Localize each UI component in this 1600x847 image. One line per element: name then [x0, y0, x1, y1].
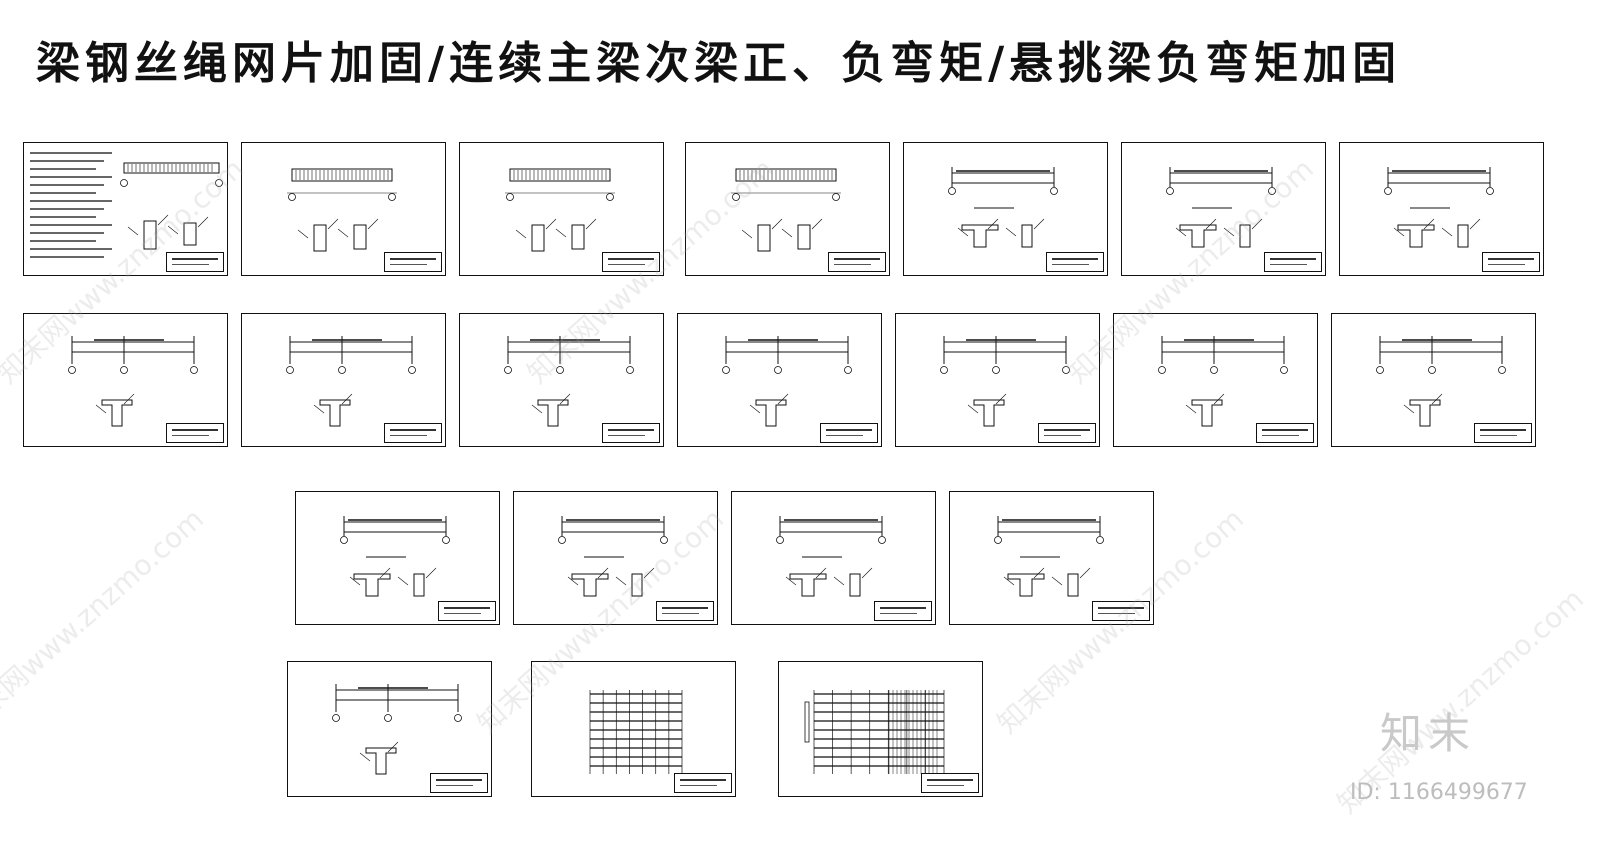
drawing-sheet[interactable]: [1121, 142, 1326, 276]
title-block: [1038, 423, 1096, 443]
sheet-drawing: [1166, 167, 1276, 248]
page-title: 梁钢丝绳网片加固/连续主梁次梁正、负弯矩/悬挑梁负弯矩加固: [36, 38, 1402, 89]
sheet-drawing: [1376, 336, 1506, 427]
title-block: [921, 773, 979, 793]
drawing-sheet[interactable]: [895, 313, 1100, 447]
drawing-sheet[interactable]: [685, 142, 890, 276]
image-id: ID: 1166499677: [1350, 780, 1528, 805]
title-block: [1046, 252, 1104, 272]
sheet-drawing: [68, 336, 198, 427]
title-block: [674, 773, 732, 793]
sheet-drawing: [804, 690, 945, 774]
title-block: [1482, 252, 1540, 272]
title-block: [1264, 252, 1322, 272]
sheet-drawing: [340, 516, 450, 597]
sheet-drawing: [505, 168, 615, 252]
drawing-sheet[interactable]: [731, 491, 936, 625]
title-block: [656, 601, 714, 621]
sheet-drawing: [286, 336, 416, 427]
drawing-sheet[interactable]: [23, 313, 228, 447]
sheet-drawing: [558, 516, 668, 597]
title-block: [602, 423, 660, 443]
sheet-drawing: [948, 167, 1058, 248]
sheet-drawing: [776, 516, 886, 597]
title-block: [1256, 423, 1314, 443]
sheet-drawing: [287, 168, 397, 252]
sheet-drawing: [589, 690, 683, 774]
watermark: 知末网www.znzmo.com: [0, 502, 210, 741]
drawing-sheet[interactable]: [1339, 142, 1544, 276]
title-block: [438, 601, 496, 621]
sheet-drawing: [722, 336, 852, 427]
drawing-sheet[interactable]: [903, 142, 1108, 276]
sheet-drawing: [332, 684, 462, 775]
drawing-sheet[interactable]: [241, 313, 446, 447]
drawing-sheet[interactable]: [1113, 313, 1318, 447]
sheet-drawing: [1158, 336, 1288, 427]
sheet-drawing: [994, 516, 1104, 597]
drawing-sheet[interactable]: [23, 142, 228, 276]
brand-logo: 知末: [1380, 709, 1477, 758]
title-block: [384, 252, 442, 272]
drawing-sheet[interactable]: [949, 491, 1154, 625]
drawing-sheet[interactable]: [531, 661, 736, 797]
drawing-sheet[interactable]: [459, 142, 664, 276]
title-block: [430, 773, 488, 793]
drawing-sheet[interactable]: [241, 142, 446, 276]
sheet-drawing: [940, 336, 1070, 427]
drawing-sheet[interactable]: [677, 313, 882, 447]
title-block: [166, 252, 224, 272]
title-block: [820, 423, 878, 443]
drawing-sheet[interactable]: [513, 491, 718, 625]
sheet-drawing: [731, 168, 841, 252]
drawing-sheet[interactable]: [1331, 313, 1536, 447]
title-block: [602, 252, 660, 272]
sheet-drawing: [30, 152, 223, 258]
title-block: [166, 423, 224, 443]
title-block: [384, 423, 442, 443]
title-block: [1092, 601, 1150, 621]
title-block: [828, 252, 886, 272]
drawing-sheet[interactable]: [459, 313, 664, 447]
drawing-sheet[interactable]: [287, 661, 492, 797]
drawing-sheet[interactable]: [295, 491, 500, 625]
sheet-drawing: [1384, 167, 1494, 248]
title-block: [874, 601, 932, 621]
title-block: [1474, 423, 1532, 443]
sheet-drawing: [504, 336, 634, 427]
drawing-sheet[interactable]: [778, 661, 983, 797]
